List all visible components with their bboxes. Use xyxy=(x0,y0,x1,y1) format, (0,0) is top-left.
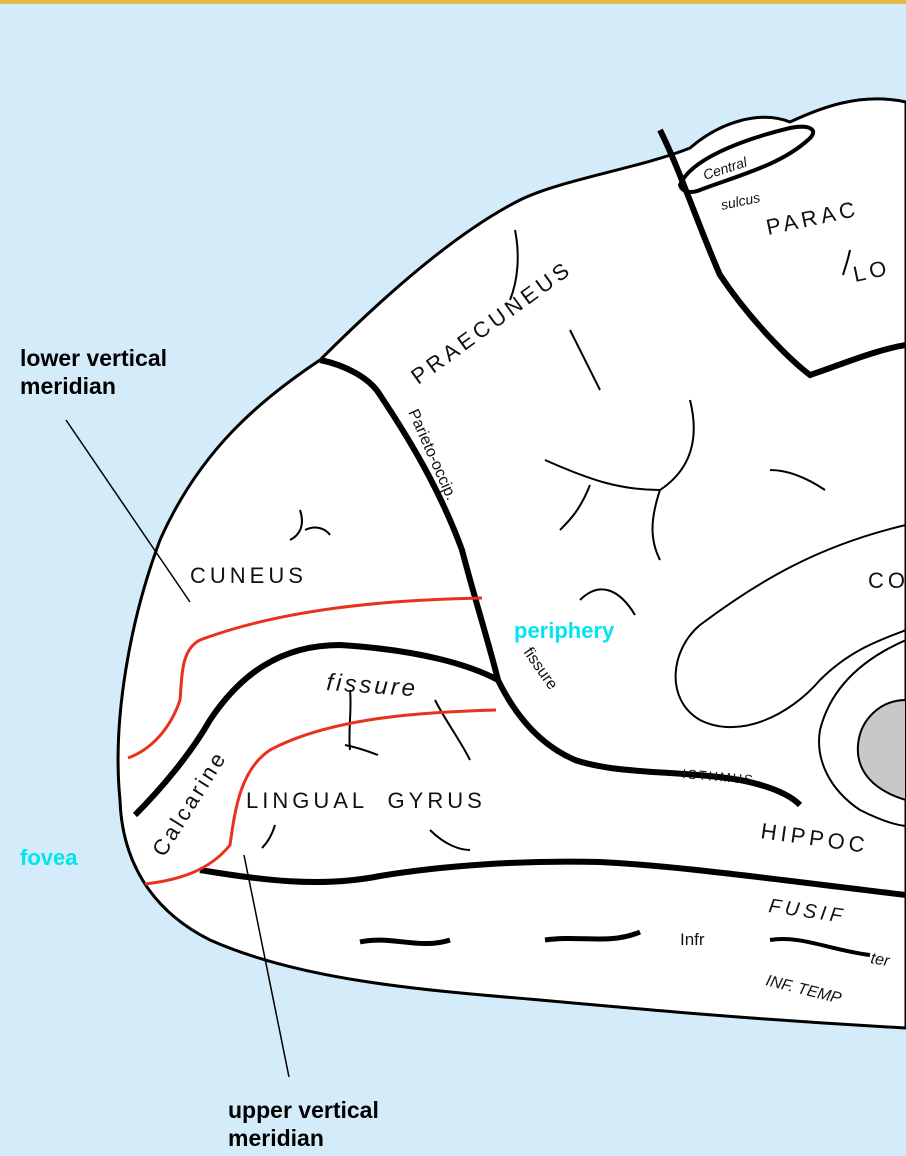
temporal-short-label: ter xyxy=(869,950,891,970)
infr-label: Infr xyxy=(680,930,705,949)
lower-meridian-leader xyxy=(66,420,190,602)
fovea-label: fovea xyxy=(20,845,77,871)
lingual-gyrus-label: LINGUAL GYRUS xyxy=(246,788,486,813)
corpus-label: CO xyxy=(868,568,906,593)
lower-vertical-meridian-label: lower vertical meridian xyxy=(20,344,167,400)
upper-vertical-meridian-label: upper vertical meridian xyxy=(228,1096,379,1152)
periphery-label: periphery xyxy=(514,618,614,644)
cuneus-label: CUNEUS xyxy=(190,563,307,588)
